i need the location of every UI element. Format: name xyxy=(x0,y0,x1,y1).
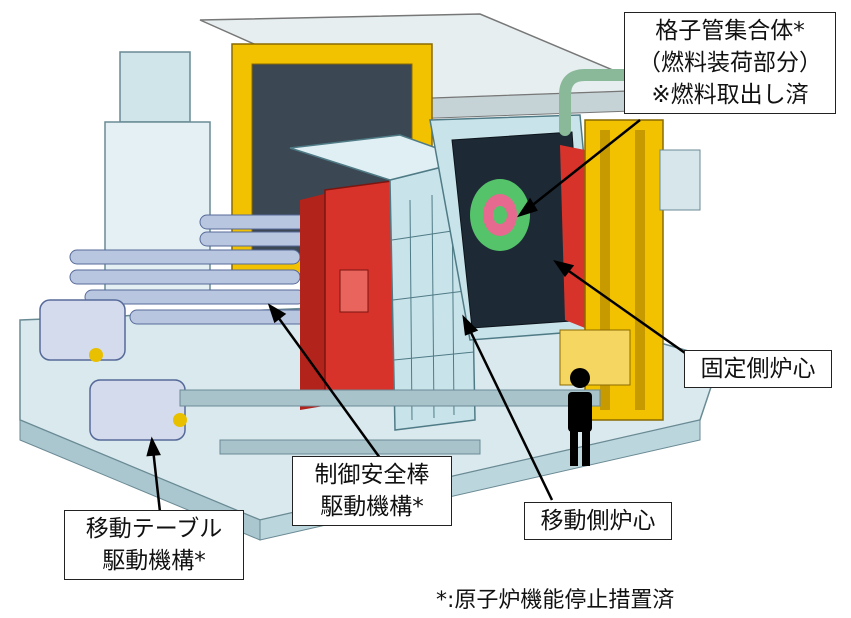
label-line: 格子管集合体* xyxy=(655,18,805,44)
leader-lattice-tube xyxy=(519,119,641,216)
leader-fixed-core-arrow xyxy=(553,259,575,278)
yellow-column xyxy=(559,119,664,421)
leader-fixed-core xyxy=(555,260,696,362)
red-drive-cabinet xyxy=(300,179,401,410)
human-figure-icon xyxy=(568,368,592,466)
fixed-side-core xyxy=(429,114,601,341)
label-moving-side-core: 移動側炉心 xyxy=(524,502,672,540)
cooling-pipe xyxy=(559,69,701,211)
label-line: 制御安全棒 xyxy=(314,462,430,488)
label-line: （燃料装荷部分） xyxy=(638,50,822,76)
leader-moving-core-arrow xyxy=(462,314,479,336)
moving-table-drive xyxy=(39,299,187,441)
label-line: 駆動機構* xyxy=(320,494,424,520)
leader-lattice-tube-arrow xyxy=(516,197,538,218)
label-lattice-tube-assembly: 格子管集合体* （燃料装荷部分） ※燃料取出し済 xyxy=(624,12,836,114)
label-moving-table-drive: 移動テーブル 駆動機構* xyxy=(64,510,244,580)
leader-moving-core xyxy=(462,317,554,501)
base-rails xyxy=(179,389,601,455)
label-line: 駆動機構* xyxy=(102,548,206,574)
label-line: ※燃料取出し済 xyxy=(651,82,809,108)
footnote: *:原子炉機能停止措置済 xyxy=(436,588,675,613)
label-fixed-side-core: 固定側炉心 xyxy=(684,350,832,388)
control-rod-drive-pipes xyxy=(69,214,311,325)
leader-control-rod xyxy=(268,305,382,459)
leader-control-rod-arrow xyxy=(267,303,287,324)
label-control-rod-drive: 制御安全棒 駆動機構* xyxy=(292,456,452,526)
label-line: 固定側炉心 xyxy=(700,356,816,382)
leader-moving-table-arrow xyxy=(146,436,161,457)
label-line: 移動テーブル xyxy=(85,516,223,542)
label-line: 移動側炉心 xyxy=(540,508,656,534)
